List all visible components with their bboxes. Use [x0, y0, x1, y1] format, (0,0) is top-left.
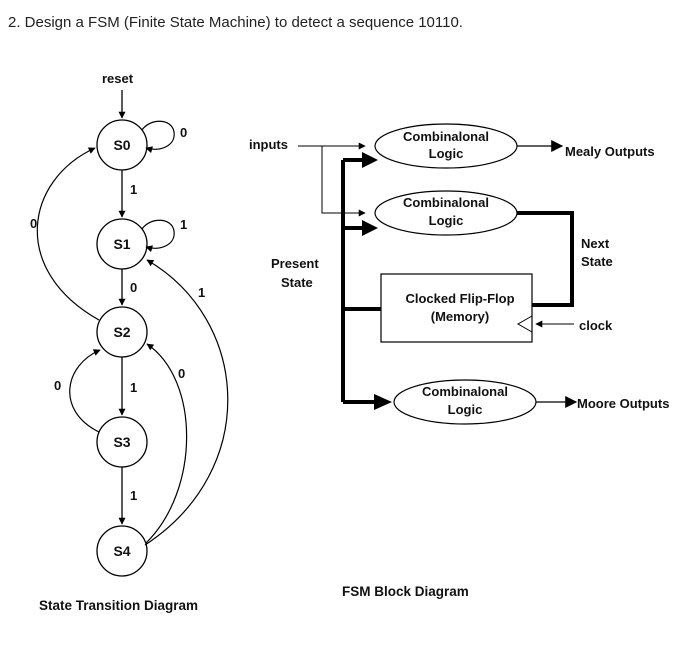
- bus-to-comb1-arrowhead: [362, 152, 378, 168]
- state-s4: [96, 525, 148, 577]
- reset-label: reset: [102, 71, 134, 86]
- comb3-text-line2: Logic: [448, 402, 483, 417]
- inputs-to-comb2-line: [321, 146, 366, 217]
- transition-s1-s1-label: 1: [180, 217, 187, 232]
- transition-s3-s4-label: 1: [130, 488, 137, 503]
- present-state-label-line1: Present: [271, 256, 319, 271]
- state-s3-label: S3: [113, 434, 130, 450]
- flipflop-text-line1: Clocked Flip-Flop: [405, 291, 514, 306]
- inputs-label: inputs: [249, 137, 288, 152]
- state-s0-label: S0: [113, 137, 130, 153]
- state-s4-label: S4: [113, 543, 130, 559]
- state-transition-diagram: reset S0 S1 S2 S3 S4 0 1 1 0 0 1 0: [30, 71, 229, 613]
- bus-to-comb2-arrowhead: [362, 220, 378, 236]
- comb2-text-line1: Combinalonal: [403, 195, 489, 210]
- transition-s0-s1-label: 1: [130, 182, 137, 197]
- comb1-text-line1: Combinalonal: [403, 129, 489, 144]
- transition-s0-s0-label: 0: [180, 125, 187, 140]
- transition-s4-s2: [145, 343, 188, 544]
- next-state-path: [517, 211, 574, 307]
- flipflop-text-line2: (Memory): [431, 309, 490, 324]
- clock-label: clock: [579, 318, 613, 333]
- comb1-text-line2: Logic: [429, 146, 464, 161]
- transition-s1-s2-label: 0: [130, 280, 137, 295]
- state-s1-label: S1: [113, 236, 130, 252]
- state-s2-label: S2: [113, 324, 130, 340]
- block-diagram-caption: FSM Block Diagram: [342, 584, 469, 599]
- question-heading: 2. Design a FSM (Finite State Machine) t…: [8, 14, 463, 31]
- transition-s4-s1-label: 1: [198, 285, 205, 300]
- transition-s2-s0: [36, 147, 100, 321]
- transition-s3-s2-label: 0: [54, 378, 61, 393]
- moore-outputs-label: Moore Outputs: [577, 396, 669, 411]
- comb2-text-line2: Logic: [429, 213, 464, 228]
- comb3-text-line1: Combinalonal: [422, 384, 508, 399]
- transition-s4-s2-label: 0: [178, 366, 185, 381]
- transition-s0-s0: [141, 120, 175, 154]
- clock-input-triangle: [516, 315, 533, 333]
- mealy-outputs-label: Mealy Outputs: [565, 144, 655, 159]
- transition-s4-s1: [144, 259, 229, 546]
- clocked-flip-flop: [380, 273, 533, 343]
- next-state-label-line2: State: [581, 254, 613, 269]
- next-state-label-line1: Next: [581, 236, 610, 251]
- transition-s2-s3-label: 1: [130, 380, 137, 395]
- state-diagram-caption: State Transition Diagram: [39, 598, 198, 613]
- present-state-label-line2: State: [281, 275, 313, 290]
- fsm-block-diagram: inputs Combinalonal Logic Mealy Outputs …: [249, 123, 669, 599]
- bus-to-comb3-arrowhead: [374, 394, 392, 410]
- transition-s1-s1: [141, 219, 175, 253]
- transition-s3-s2: [69, 349, 101, 433]
- transition-s2-s0-label: 0: [30, 216, 37, 231]
